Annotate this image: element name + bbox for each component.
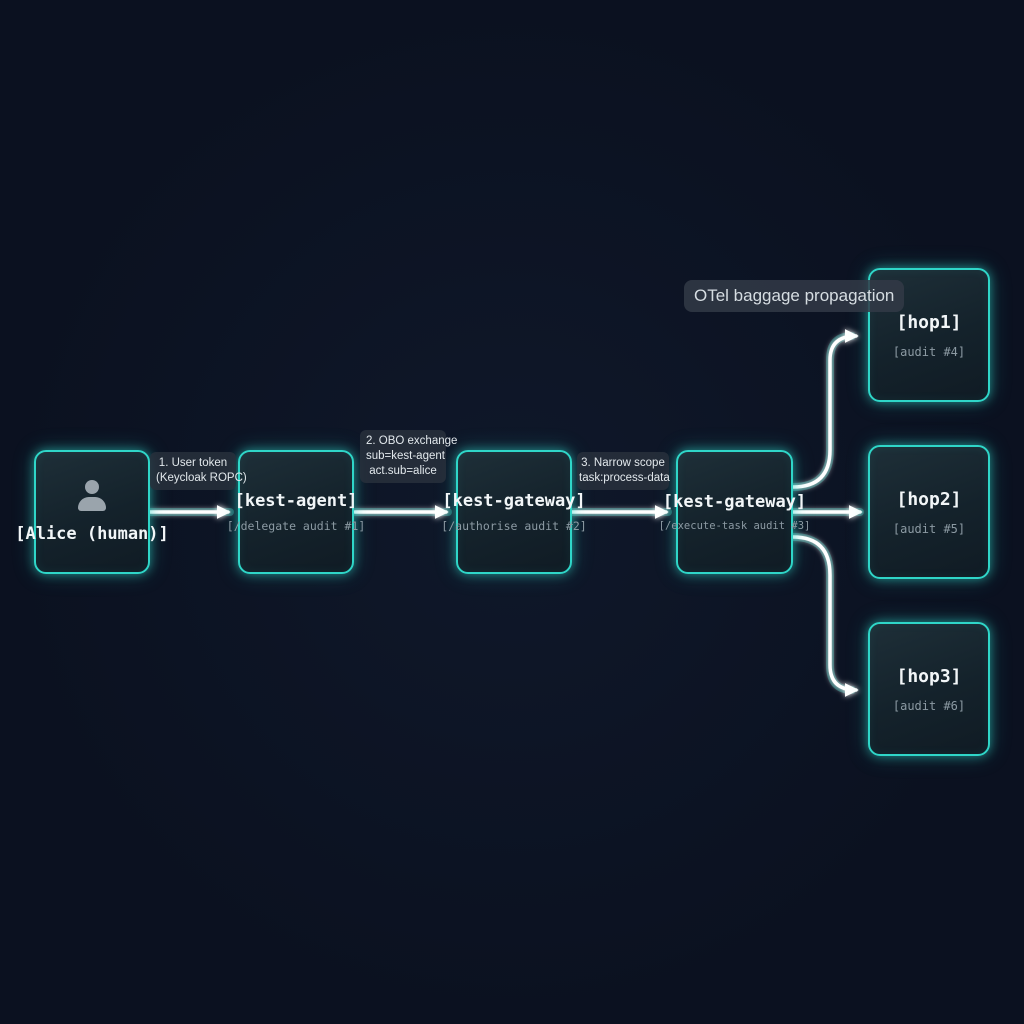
node-hop3-subtitle: [audit #6] — [892, 698, 966, 713]
node-kest-gateway-execute[interactable]: [kest-gateway] [/execute-task audit #3] — [659, 450, 810, 574]
otel-baggage-label: OTel baggage propagation — [684, 280, 905, 312]
node-hop2[interactable]: [hop2] [audit #5] — [868, 445, 990, 579]
node-hop3[interactable]: [hop3] [audit #6] — [868, 622, 990, 756]
node-hop3-title: [hop3] — [896, 665, 962, 687]
edge-label-obo-exchange: 2. OBO exchange sub=kest-agent act.sub=a… — [360, 430, 457, 483]
node-kest-agent-subtitle: [/delegate audit #1] — [226, 519, 366, 533]
user-icon — [77, 480, 107, 512]
node-kest-agent-title: [kest-agent] — [234, 491, 358, 511]
edge-label-user-token: 1. User token (Keycloak ROPC) — [150, 452, 247, 490]
node-kest-agent[interactable]: [kest-agent] [/delegate audit #1] — [227, 450, 365, 574]
node-kest-gateway-authorise[interactable]: [kest-gateway] [/authorise audit #2] — [441, 450, 587, 574]
node-kest-gateway-authorise-title: [kest-gateway] — [442, 491, 586, 511]
node-alice-title: [Alice (human)] — [15, 524, 169, 544]
arrow-gateway-to-hop1 — [791, 329, 859, 489]
node-hop1-title: [hop1] — [896, 311, 962, 333]
edge-label-narrow-scope: 3. Narrow scope task:process-data — [577, 452, 670, 490]
node-kest-gateway-authorise-subtitle: [/authorise audit #2] — [441, 519, 587, 533]
node-hop2-title: [hop2] — [896, 488, 962, 510]
node-kest-gateway-execute-subtitle: [/execute-task audit #3] — [658, 520, 811, 532]
node-kest-gateway-execute-title: [kest-gateway] — [662, 492, 807, 512]
node-hop2-subtitle: [audit #5] — [892, 521, 966, 536]
node-alice[interactable]: [Alice (human)] — [15, 450, 169, 574]
arrow-gateway-to-hop3 — [791, 535, 859, 697]
node-hop1-subtitle: [audit #4] — [892, 344, 966, 359]
